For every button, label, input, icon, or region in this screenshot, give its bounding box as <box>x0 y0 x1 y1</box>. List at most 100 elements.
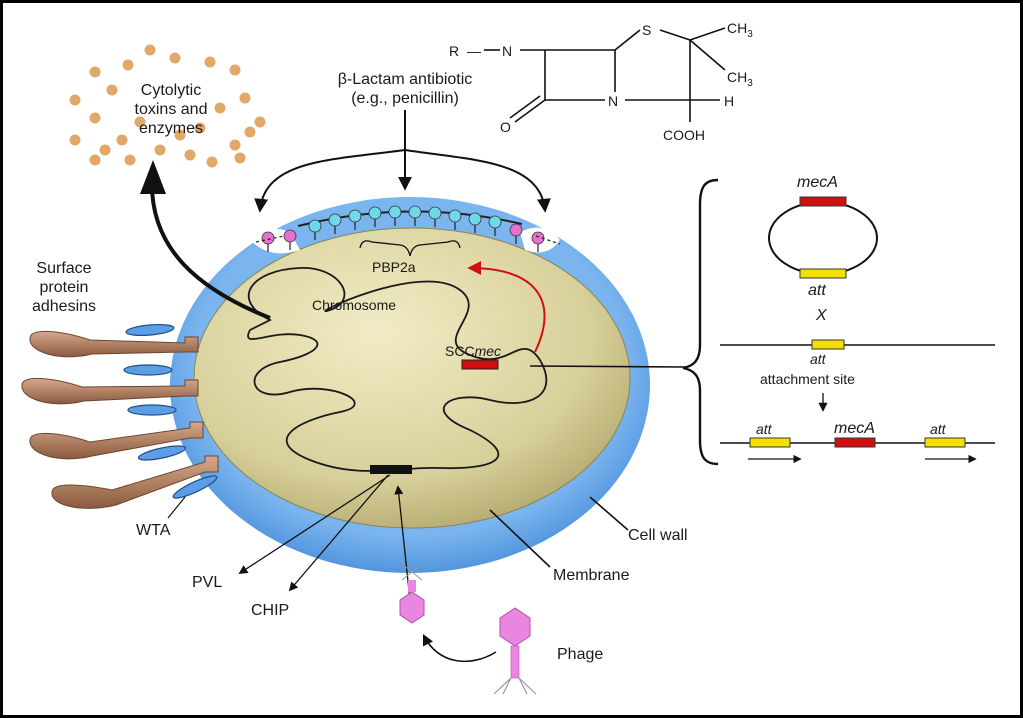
toxin-dot <box>144 44 156 56</box>
toxin-dot <box>124 154 136 166</box>
membrane-pointer <box>489 509 551 568</box>
penicillin-o: O <box>500 119 511 135</box>
pbp2a-brace <box>359 240 461 257</box>
wta-pointer <box>167 496 186 519</box>
attachment-site-label: attachment site <box>760 371 855 387</box>
pbp2a-label: PBP2a <box>372 259 416 275</box>
phage-injecting <box>399 563 425 624</box>
chromosome-strand <box>247 267 548 472</box>
pbp-head <box>308 219 322 233</box>
ch3-bottom-text: CH <box>727 69 748 85</box>
toxin-dot <box>206 156 218 168</box>
toxin-dot <box>234 152 246 164</box>
adhesins-group <box>21 330 219 509</box>
penicillin-ch3-top: CH3 <box>727 19 753 44</box>
penicillin-r-group: R <box>449 43 460 59</box>
penicillin-n2: N <box>608 93 619 109</box>
ch3-top-sub: 3 <box>747 28 753 40</box>
adhesin-1 <box>29 330 199 358</box>
antibiotic-arrow-left <box>254 149 406 213</box>
toxin-dot <box>214 102 226 114</box>
adhesin-4 <box>51 455 219 509</box>
pbp-head <box>488 215 502 229</box>
toxin-dot <box>254 116 266 128</box>
sccmec-label-prefix: SCC <box>445 343 475 359</box>
pbp-head <box>468 212 482 226</box>
sccmec-circular-element <box>768 201 878 275</box>
penicillin-cooh: COOH <box>663 127 705 143</box>
pbp-head <box>283 229 297 243</box>
toxin-dot <box>89 154 101 166</box>
pbp-head <box>408 205 422 219</box>
att-plasmid-label: att <box>808 282 826 299</box>
sccmec-gene <box>461 359 499 370</box>
att-left-label: att <box>756 421 772 437</box>
toxins-label-line-2: toxins and <box>134 101 208 118</box>
att-left-site <box>749 437 791 448</box>
toxin-dot <box>134 116 146 128</box>
adhesin-3 <box>29 421 204 460</box>
antibiotic-arrow-right <box>404 149 551 213</box>
sccmec-label-suffix: mec <box>474 343 502 359</box>
att-site-chromosome <box>811 339 845 350</box>
adhesins-label: Surface protein adhesins <box>14 259 114 316</box>
ch3-bottom-sub: 3 <box>747 77 753 89</box>
toxin-export-arrowhead <box>140 160 166 194</box>
att-site-plasmid <box>799 268 847 279</box>
adhesins-label-line-1: Surface <box>36 260 92 277</box>
penicillin-bonds <box>484 27 726 123</box>
toxin-dot <box>106 84 118 96</box>
toxin-dot <box>194 122 206 134</box>
pbp-head <box>428 206 442 220</box>
pbp-head <box>261 231 275 245</box>
pbp-head <box>509 223 523 237</box>
pvl-arrow <box>238 474 391 574</box>
pbp-head <box>328 213 342 227</box>
toxin-particles <box>69 44 266 168</box>
phage-particle <box>493 607 537 695</box>
cross-symbol: X <box>816 307 827 324</box>
phage-gene-band <box>370 465 412 474</box>
sccmec-pointer-line <box>529 365 687 368</box>
phage-label: Phage <box>557 646 604 663</box>
toxin-export-arrow <box>149 179 271 320</box>
toxins-label-line-1: Cytolytic <box>140 82 202 99</box>
meca-plasmid-label: mecA <box>797 174 838 191</box>
penicillin-n1: N <box>502 43 513 59</box>
integration-brace <box>682 178 719 466</box>
toxin-dot <box>69 94 81 106</box>
toxin-dot <box>239 92 251 104</box>
toxins-label-line-3: enzymes <box>138 120 204 137</box>
wta-molecules <box>123 323 218 499</box>
pbp-head <box>531 231 545 245</box>
wta-label: WTA <box>136 522 171 539</box>
meca-integrated-label: mecA <box>834 420 875 437</box>
chromosome-label: Chromosome <box>312 297 397 313</box>
toxin-dot <box>89 66 101 78</box>
pbp-head <box>348 209 362 223</box>
penicillin-ch3-bottom: CH3 <box>727 68 753 93</box>
att-right-label: att <box>930 421 946 437</box>
antibiotic-label-line-2: (e.g., penicillin) <box>351 90 459 107</box>
toxin-dot <box>204 56 216 68</box>
toxin-dot <box>154 144 166 156</box>
toxin-dot <box>174 129 186 141</box>
chip-arrow <box>288 474 389 592</box>
pbp-head <box>388 205 402 219</box>
att-chromosome-label: att <box>810 351 826 367</box>
toxin-dot <box>184 149 196 161</box>
toxin-dot <box>122 59 134 71</box>
cell-wall-label: Cell wall <box>628 527 688 544</box>
toxin-dot <box>169 52 181 64</box>
adhesins-label-line-3: adhesins <box>31 298 97 315</box>
pvl-label: PVL <box>192 574 223 591</box>
penicillin-binding-proteins <box>261 205 545 252</box>
phage-infection-arrow <box>422 633 497 663</box>
adhesins-label-line-2: protein <box>39 279 89 296</box>
cytoplasm <box>193 227 631 529</box>
penicillin-s: S <box>642 22 652 38</box>
ch3-top-text: CH <box>727 20 748 36</box>
toxin-dot <box>116 134 128 146</box>
